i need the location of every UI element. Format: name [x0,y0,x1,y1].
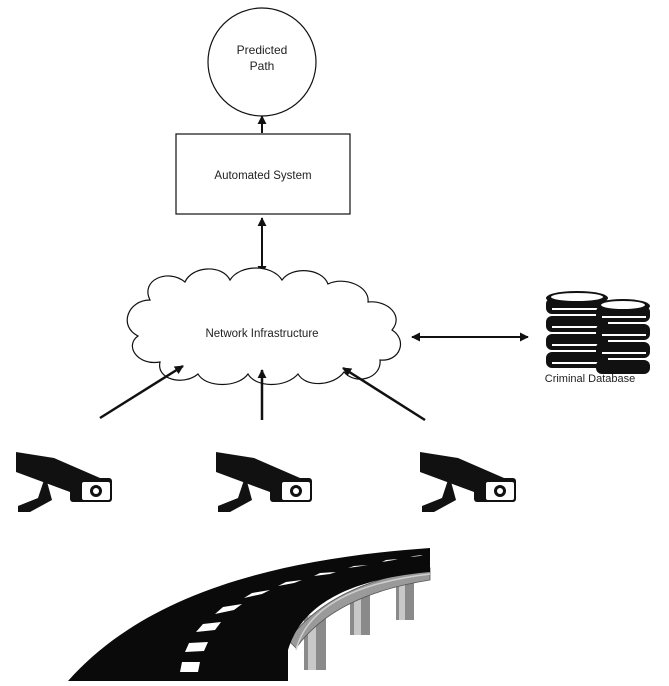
predicted-path-label-line2: Path [250,59,275,73]
camera-icon [420,452,516,512]
predicted-path-label-line1: Predicted [237,43,288,57]
arrow-camera-left [99,364,184,420]
road-bridge-illustration [68,548,431,681]
network-cloud-node: Network Infrastructure [126,267,402,385]
arrow-camera-right [342,366,426,422]
database-label: Criminal Database [545,373,635,385]
database-icon [546,291,650,374]
road-surface [68,548,430,681]
camera-icon [16,452,112,512]
cloud-shape [126,267,402,385]
automated-system-label: Automated System [214,170,311,182]
automated-system-node: Automated System [175,133,351,215]
lane-markings [180,555,423,672]
camera-icon [216,452,312,512]
network-label: Network Infrastructure [205,328,318,340]
predicted-path-node: Predicted Path [207,7,317,117]
